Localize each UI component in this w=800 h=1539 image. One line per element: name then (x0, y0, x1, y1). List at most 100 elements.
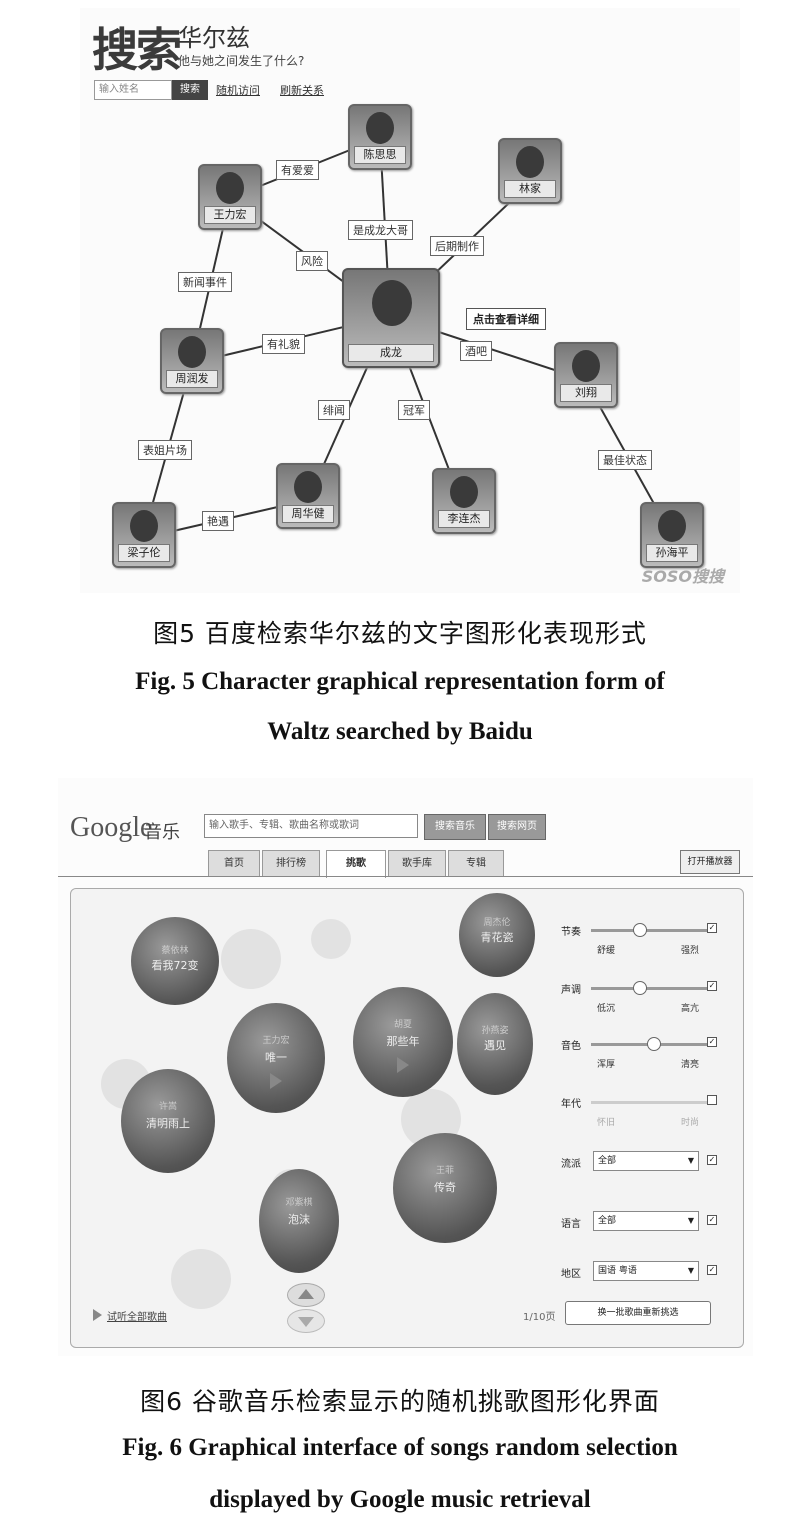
edge-label: 有爱爱 (276, 160, 319, 180)
timbre-knob[interactable] (647, 1037, 661, 1051)
voice-knob[interactable] (633, 981, 647, 995)
node-right[interactable]: 刘翔 (554, 342, 618, 408)
song-bubble[interactable]: 邓紫棋 泡沫 (259, 1169, 339, 1273)
node-label: 周润发 (166, 370, 218, 388)
avatar (178, 336, 206, 368)
timbre-high-label: 清亮 (681, 1060, 700, 1070)
arrow-up-icon (298, 1289, 314, 1299)
page-count: 1/10页 (523, 1312, 556, 1323)
genre-label: 流派 (561, 1159, 581, 1170)
bubble-artist: 周杰伦 (483, 918, 511, 928)
node-label: 梁子伦 (118, 544, 170, 562)
play-all-link[interactable]: 试听全部歌曲 (107, 1312, 167, 1323)
figure-6-screenshot: Google 音乐 输入歌手、专辑、歌曲名称或歌词 搜索音乐 搜索网页 首页 排… (58, 778, 753, 1356)
genre-select[interactable]: 全部▼ (593, 1151, 699, 1171)
reshuffle-button[interactable]: 换一批歌曲重新挑选 (565, 1301, 711, 1325)
play-icon[interactable] (397, 1057, 409, 1073)
random-visit-link[interactable]: 随机访问 (216, 84, 260, 97)
node-center[interactable]: 成龙 (342, 268, 440, 368)
node-label: 成龙 (348, 344, 434, 362)
song-bubble[interactable]: 王力宏 唯一 (227, 1003, 325, 1113)
song-bubble[interactable]: 孙燕姿 遇见 (457, 993, 533, 1095)
era-label: 年代 (561, 1099, 581, 1110)
edge-label: 新闻事件 (178, 272, 232, 292)
genre-checkbox[interactable]: ✓ (707, 1155, 717, 1165)
song-bubble[interactable]: 周杰伦 青花瓷 (459, 893, 535, 977)
timbre-label: 音色 (561, 1041, 581, 1052)
play-all-icon[interactable] (93, 1309, 102, 1321)
node-bottom-right[interactable]: 孙海平 (640, 502, 704, 568)
avatar (572, 350, 600, 382)
search-button[interactable]: 搜索 (172, 80, 208, 100)
avatar (366, 112, 394, 144)
refresh-relation-link[interactable]: 刷新关系 (280, 84, 324, 97)
tab-charts[interactable]: 排行榜 (262, 850, 320, 877)
era-checkbox[interactable] (707, 1095, 717, 1105)
voice-checkbox[interactable]: ✓ (707, 981, 717, 991)
chevron-down-icon: ▼ (687, 1216, 694, 1225)
figure-6-caption-cn: 图6 谷歌音乐检索显示的随机挑歌图形化界面 (140, 1387, 660, 1416)
lang-value: 国语 粤语 (598, 1266, 637, 1276)
bubble-artist: 孙燕姿 (481, 1026, 509, 1036)
song-bubble[interactable]: 胡夏 那些年 (353, 987, 453, 1097)
lyric-value: 全部 (598, 1216, 617, 1226)
avatar (516, 146, 544, 178)
tempo-high-label: 强烈 (681, 946, 700, 956)
bubble-title: 遇见 (484, 1039, 506, 1052)
scroll-down-button[interactable] (287, 1309, 325, 1333)
node-left[interactable]: 周润发 (160, 328, 224, 394)
edge-label: 冠军 (398, 400, 430, 420)
lyric-checkbox[interactable]: ✓ (707, 1215, 717, 1225)
lang-select[interactable]: 国语 粤语▼ (593, 1261, 699, 1281)
tab-pick-songs[interactable]: 挑歌 (326, 850, 386, 878)
node-label: 王力宏 (204, 206, 256, 224)
bubble-title: 泡沫 (288, 1213, 310, 1226)
timbre-checkbox[interactable]: ✓ (707, 1037, 717, 1047)
open-player-button[interactable]: 打开播放器 (680, 850, 740, 874)
bubble-title: 看我72变 (151, 959, 199, 972)
edge-label: 有礼貌 (262, 334, 305, 354)
node-upper-right[interactable]: 林家 (498, 138, 562, 204)
avatar (372, 280, 412, 326)
tempo-knob[interactable] (633, 923, 647, 937)
tab-artists[interactable]: 歌手库 (388, 850, 446, 877)
node-upper-left[interactable]: 王力宏 (198, 164, 262, 230)
node-label: 刘翔 (560, 384, 612, 402)
play-icon[interactable] (270, 1073, 282, 1089)
edge-label: 表姐片场 (138, 440, 192, 460)
background-circle (171, 1249, 231, 1309)
edge-label: 酒吧 (460, 341, 492, 361)
lyric-label: 语言 (561, 1219, 581, 1230)
tab-albums[interactable]: 专辑 (448, 850, 504, 877)
node-bottom-mid[interactable]: 李连杰 (432, 468, 496, 534)
tempo-checkbox[interactable]: ✓ (707, 923, 717, 933)
figure-5-caption-en-line2: Waltz searched by Baidu (267, 718, 533, 745)
voice-slider[interactable] (591, 987, 711, 990)
search-web-button[interactable]: 搜索网页 (488, 814, 546, 840)
avatar (130, 510, 158, 542)
tab-home[interactable]: 首页 (208, 850, 260, 877)
music-search-input[interactable]: 输入歌手、专辑、歌曲名称或歌词 (204, 814, 418, 838)
search-music-button[interactable]: 搜索音乐 (424, 814, 486, 840)
edge-label: 艳遇 (202, 511, 234, 531)
song-bubble[interactable]: 王菲 传奇 (393, 1133, 497, 1243)
node-bottom-left[interactable]: 周华健 (276, 463, 340, 529)
name-search-input[interactable]: 输入姓名 (94, 80, 172, 100)
tempo-slider[interactable] (591, 929, 711, 932)
song-bubble[interactable]: 许嵩 清明雨上 (121, 1069, 215, 1173)
lang-checkbox[interactable]: ✓ (707, 1265, 717, 1275)
genre-value: 全部 (598, 1156, 617, 1166)
lyric-select[interactable]: 全部 ▼ (593, 1211, 699, 1231)
song-bubble[interactable]: 蔡依林 看我72变 (131, 917, 219, 1005)
scroll-up-button[interactable] (287, 1283, 325, 1307)
node-top[interactable]: 陈思思 (348, 104, 412, 170)
avatar (294, 471, 322, 503)
logo-subtitle: 他与她之间发生了什么? (178, 54, 305, 68)
bubble-artist: 胡夏 (393, 1020, 412, 1030)
node-label: 孙海平 (646, 544, 698, 562)
figure-5-screenshot: 搜索 华尔兹 他与她之间发生了什么? 输入姓名 搜索 随机访问 刷新关系 陈思思… (80, 8, 740, 593)
era-slider[interactable] (591, 1101, 711, 1104)
figure-6-caption-en-line1: Fig. 6 Graphical interface of songs rand… (122, 1434, 678, 1461)
node-bottom-left-far[interactable]: 梁子伦 (112, 502, 176, 568)
google-logo: Google (70, 812, 153, 843)
